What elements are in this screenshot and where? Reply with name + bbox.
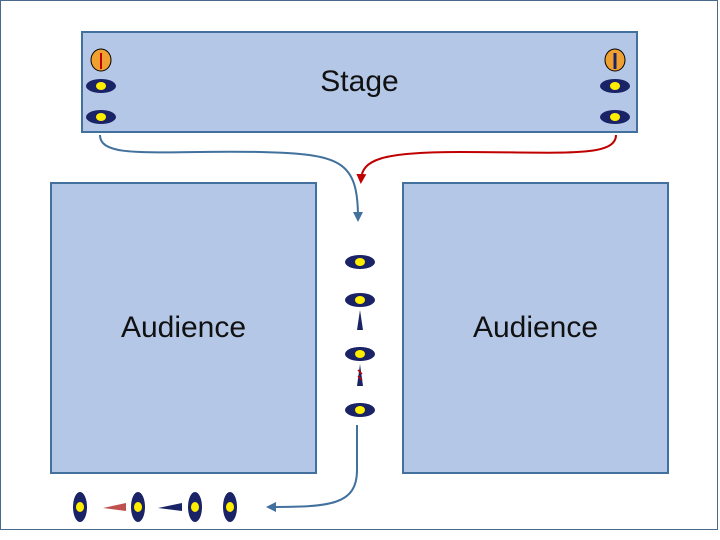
path-left-to-aisle — [99, 134, 363, 222]
audience-label-right: Audience — [472, 311, 599, 344]
person-icon — [188, 492, 202, 522]
person-icon — [345, 403, 375, 417]
person-icon — [600, 110, 630, 124]
person-icon — [86, 79, 116, 93]
candle-icon — [158, 503, 182, 511]
path-aisle-to-front — [266, 425, 358, 512]
person-icon — [131, 492, 145, 522]
person-icon — [600, 79, 630, 93]
person-icon — [86, 110, 116, 124]
person-icon — [345, 255, 375, 269]
person-icon — [345, 293, 375, 330]
stage-area: Stage — [81, 31, 638, 133]
person-icon — [73, 492, 87, 522]
candle-icon — [103, 503, 126, 511]
person-icon — [223, 492, 237, 522]
audience-label-left: Audience — [120, 311, 247, 344]
stage-label: Stage — [320, 65, 399, 98]
path-right-to-aisle — [356, 134, 617, 184]
diagram-frame — [0, 0, 718, 530]
candle-icon — [90, 48, 112, 72]
audience-area-right: Audience — [402, 182, 669, 474]
candle-icon — [604, 48, 626, 72]
person-icon — [345, 347, 375, 386]
audience-area-left: Audience — [50, 182, 317, 474]
